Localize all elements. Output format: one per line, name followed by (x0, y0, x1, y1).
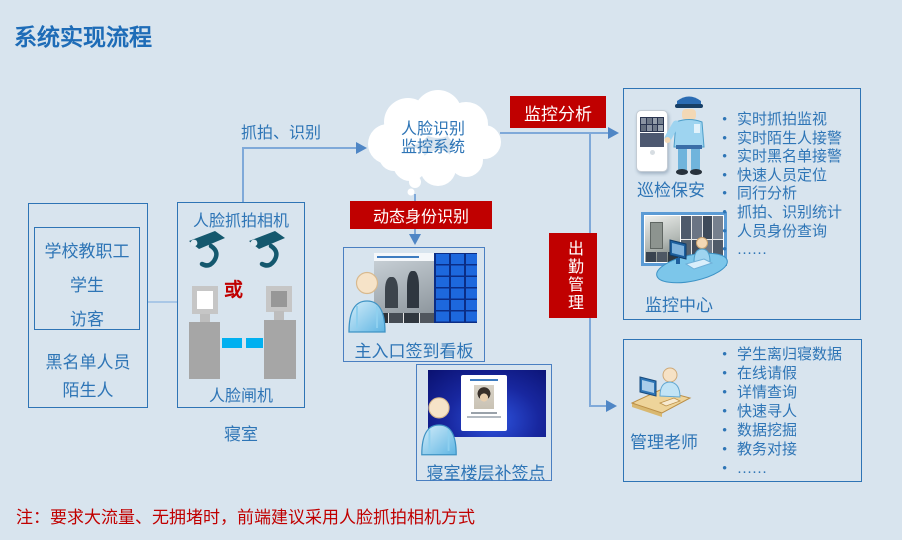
edge-capture-vertical (242, 148, 244, 202)
signin-board-screenshot (374, 253, 477, 323)
monitor-video (645, 216, 681, 262)
list-item: 抓拍、识别统计 (720, 204, 842, 223)
cctv-camera-icon (249, 231, 285, 268)
list-item: 在线请假 (720, 365, 842, 384)
teacher-role-label: 管理老师 (630, 433, 698, 452)
source-item-blacklist: 黑名单人员 (45, 353, 131, 372)
list-item: 实时黑名单接警 (720, 148, 842, 167)
gate-right-body (264, 320, 296, 379)
sources-box (28, 203, 148, 408)
cloud-title-line1: 人脸识别 (400, 121, 465, 138)
source-item-student: 学生 (70, 276, 104, 295)
edge-capture-horizontal (242, 147, 356, 149)
list-item: 实时陌生人接警 (720, 130, 842, 149)
banner-dynamic-identity: 动态身份识别 (350, 201, 492, 229)
cloud-shape (368, 90, 501, 196)
console-operator-icon (656, 237, 728, 284)
security-guard-icon (664, 96, 705, 175)
banner-monitor-analysis: 监控分析 (510, 96, 606, 128)
gate-left-body (189, 322, 220, 379)
or-label: 或 (224, 280, 244, 301)
gate-left-neck (200, 314, 210, 323)
gate-left-screen (197, 291, 213, 309)
gate-right-neck (274, 311, 284, 321)
banner-attendance: 出勤管理 (549, 233, 597, 318)
person-icon (421, 397, 457, 456)
edge-capture-arrowhead (356, 142, 367, 154)
screenshot-header (374, 253, 434, 261)
list-item: 快速寻人 (720, 403, 842, 422)
resign-card (461, 375, 507, 431)
smartphone-icon (636, 110, 668, 172)
edge-branch-arrowhead (606, 400, 617, 412)
teacher-desk-icon (630, 367, 692, 417)
gate-label: 人脸闸机 (208, 388, 273, 405)
capture-box (177, 202, 305, 408)
list-item: 详情查询 (720, 384, 842, 403)
source-item-visitor: 访客 (70, 310, 104, 329)
teacher-feature-list: 学生离归寝数据 在线请假 详情查询 快速寻人 数据挖掘 教务对接 …… (720, 346, 842, 479)
security-box (623, 88, 861, 320)
footer-note: 注：要求大流量、无拥堵时，前端建议采用人脸抓拍相机方式 (16, 508, 475, 527)
page-title: 系统实现流程 (14, 24, 152, 50)
security-feature-list: 实时抓拍监视 实时陌生人接警 实时黑名单接警 快速人员定位 同行分析 抓拍、识别… (720, 111, 842, 260)
resign-screenshot (428, 370, 546, 437)
gate-right-screen (271, 291, 287, 307)
gate-bar (246, 338, 263, 348)
screenshot-video (374, 261, 434, 313)
list-item: 快速人员定位 (720, 167, 842, 186)
security-role-label: 巡检保安 (637, 181, 705, 200)
cctv-camera-icon (189, 231, 225, 268)
edge-branch-horizontal (589, 405, 606, 407)
sources-inner-box (34, 227, 140, 330)
teacher-box (623, 339, 862, 482)
edge-cloud-security-arrowhead (608, 127, 619, 139)
monitor-center-label: 监控中心 (645, 296, 713, 315)
person-icon (348, 271, 386, 333)
connector-sources-capture (148, 301, 177, 303)
source-item-stranger: 陌生人 (62, 381, 114, 400)
capture-camera-label: 人脸抓拍相机 (192, 213, 289, 230)
list-item: 人员身份查询 (720, 223, 842, 242)
list-item: …… (720, 241, 842, 260)
gate-bar (222, 338, 242, 348)
list-item: 数据挖掘 (720, 422, 842, 441)
cloud-title-line2: 监控系统 (400, 139, 465, 156)
edge-capture-label: 抓拍、识别 (241, 125, 322, 142)
signin-board-box (343, 247, 485, 362)
list-item: …… (720, 460, 842, 479)
resign-point-label: 寝室楼层补签点 (426, 464, 546, 483)
screenshot-card-grid (433, 253, 477, 323)
edge-cloud-security (500, 132, 608, 134)
list-item: 同行分析 (720, 185, 842, 204)
source-item-staff: 学校教职工 (44, 242, 130, 261)
edge-cloud-board-arrowhead (409, 234, 421, 245)
list-item: 教务对接 (720, 441, 842, 460)
list-item: 实时抓拍监视 (720, 111, 842, 130)
list-item: 学生离归寝数据 (720, 346, 842, 365)
signin-board-label: 主入口签到看板 (354, 342, 474, 361)
resign-point-box (416, 364, 552, 481)
dorm-caption: 寝室 (224, 425, 258, 444)
